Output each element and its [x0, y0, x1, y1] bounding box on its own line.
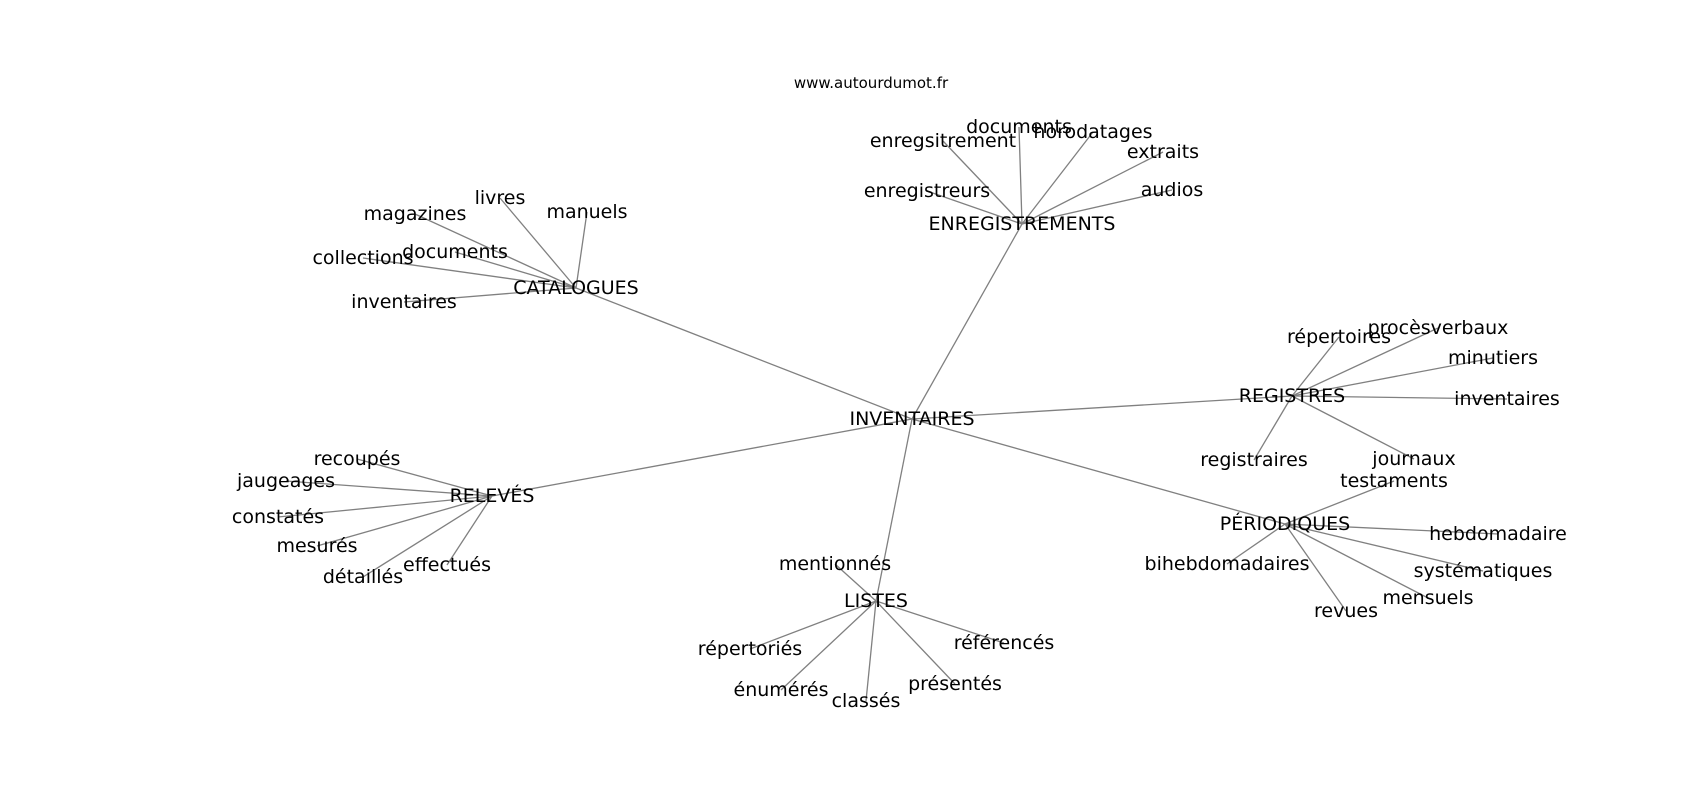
hub-node-periodiques: PÉRIODIQUES: [1220, 512, 1350, 535]
edge-enregistrements-audios: [1021, 189, 1173, 225]
root-node-label: INVENTAIRES: [849, 408, 974, 430]
leaf-node-releves-constates: constatés: [232, 506, 324, 528]
leaf-node-periodiques-systematiques: systématiques: [1414, 560, 1553, 582]
leaf-node-releves-jaugeages: jaugeages: [236, 470, 335, 492]
edge-root-periodiques: [911, 418, 1286, 525]
leaf-node-releves-mesures: mesurés: [276, 535, 357, 557]
edge-root-enregistrements: [911, 223, 1023, 420]
leaf-node-releves-recoupes: recoupés: [314, 448, 401, 470]
edge-registres-repertoires: [1291, 336, 1340, 397]
edge-catalogues-documents: [454, 251, 577, 289]
edge-root-listes: [875, 418, 913, 602]
edge-listes-mentionnes: [834, 563, 877, 602]
leaf-node-releves-effectues: effectués: [403, 554, 491, 576]
edge-listes-classes: [865, 600, 877, 702]
leaf-node-enregistrements-horodatages: horodatages: [1033, 121, 1152, 143]
edge-periodiques-hebdomadaire: [1284, 523, 1499, 535]
leaf-node-enregistrements-enregistreurs: enregistreurs: [864, 180, 990, 202]
edge-catalogues-livres: [499, 197, 577, 289]
leaf-node-enregistrements-documents: documents: [966, 116, 1072, 138]
hub-node-listes: LISTES: [844, 590, 908, 612]
edge-enregistrements-documents: [1018, 126, 1023, 225]
leaf-node-catalogues-collections: collections: [312, 247, 413, 269]
leaf-node-listes-references: référencés: [954, 632, 1055, 654]
leaf-node-enregistrements-extraits: extraits: [1127, 141, 1199, 163]
leaf-node-periodiques-testaments: testaments: [1340, 470, 1448, 492]
leaf-node-registres-repertoires: répertoires: [1287, 326, 1391, 348]
edge-catalogues-magazines: [414, 213, 577, 289]
leaf-node-catalogues-documents: documents: [402, 241, 508, 263]
edge-root-catalogues: [575, 287, 913, 420]
hub-node-registres: REGISTRES: [1239, 385, 1345, 407]
leaf-node-listes-mentionnes: mentionnés: [779, 553, 891, 575]
edge-registres-registraires: [1253, 395, 1293, 461]
leaf-node-registres-procesverbaux: procèsverbaux: [1368, 317, 1509, 339]
leaf-node-enregistrements-audios: audios: [1141, 179, 1204, 201]
leaf-node-registres-minutiers: minutiers: [1448, 347, 1538, 369]
leaf-node-releves-detailles: détaillés: [323, 566, 403, 588]
edge-root-releves: [491, 418, 913, 497]
leaf-node-registres-journaux: journaux: [1371, 448, 1455, 470]
edges: [277, 126, 1508, 702]
edge-listes-presentes: [875, 600, 956, 685]
edge-enregistrements-enregsitrement: [942, 140, 1023, 225]
edge-releves-mesures: [316, 495, 493, 547]
edge-listes-references: [875, 600, 1005, 644]
edge-listes-enumeres: [780, 600, 877, 691]
leaf-node-enregistrements-enregsitrement: enregsitrement: [870, 130, 1016, 152]
edge-enregistrements-extraits: [1021, 151, 1164, 225]
edge-enregistrements-horodatages: [1021, 131, 1094, 225]
edge-root-registres: [911, 395, 1293, 420]
leaf-node-catalogues-inventaires: inventaires: [351, 291, 457, 313]
edge-releves-constates: [277, 495, 493, 518]
leaf-node-catalogues-magazines: magazines: [364, 203, 467, 225]
leaf-node-listes-presentes: présentés: [908, 673, 1002, 695]
edge-enregistrements-enregistreurs: [926, 190, 1023, 225]
edge-periodiques-mensuels: [1284, 523, 1429, 599]
edge-periodiques-revues: [1284, 523, 1347, 612]
edge-releves-effectues: [446, 495, 493, 566]
leaf-node-listes-repertories: répertoriés: [698, 638, 802, 660]
leaf-node-registres-inventaires: inventaires: [1454, 388, 1560, 410]
leaf-node-periodiques-revues: revues: [1314, 600, 1378, 622]
hub-node-releves: RELEVÉS: [450, 484, 535, 507]
leaf-node-registres-registraires: registraires: [1200, 449, 1308, 471]
edge-catalogues-manuels: [575, 211, 588, 289]
leaf-node-catalogues-livres: livres: [475, 187, 526, 209]
hub-node-enregistrements: ENREGISTREMENTS: [929, 213, 1116, 235]
edge-periodiques-bihebdomadaires: [1226, 523, 1286, 565]
edge-releves-jaugeages: [285, 480, 493, 497]
leaf-node-catalogues-manuels: manuels: [546, 201, 627, 223]
website-label: www.autourdumot.fr: [794, 74, 949, 92]
leaf-node-periodiques-bihebdomadaires: bihebdomadaires: [1145, 553, 1310, 575]
leaf-node-periodiques-hebdomadaire: hebdomadaire: [1429, 523, 1567, 545]
node-labels: INVENTAIRES ENREGISTREMENTS enregsitrement…: [232, 116, 1567, 712]
edge-catalogues-collections: [362, 257, 577, 289]
edge-catalogues-inventaires: [403, 287, 577, 303]
edge-listes-repertories: [749, 600, 877, 650]
edge-releves-recoupes: [356, 458, 493, 497]
leaf-node-listes-enumeres: énumérés: [734, 679, 829, 701]
leaf-node-listes-classes: classés: [832, 690, 901, 712]
edge-registres-inventaires: [1291, 395, 1508, 400]
edge-registres-minutiers: [1291, 357, 1494, 397]
edge-registres-journaux: [1291, 395, 1415, 460]
edge-registres-procesverbaux: [1291, 327, 1439, 397]
edge-periodiques-systematiques: [1284, 523, 1484, 572]
edge-releves-detailles: [362, 495, 493, 578]
edge-periodiques-testaments: [1284, 480, 1395, 525]
hub-node-catalogues: CATALOGUES: [513, 277, 638, 299]
leaf-node-periodiques-mensuels: mensuels: [1382, 587, 1473, 609]
